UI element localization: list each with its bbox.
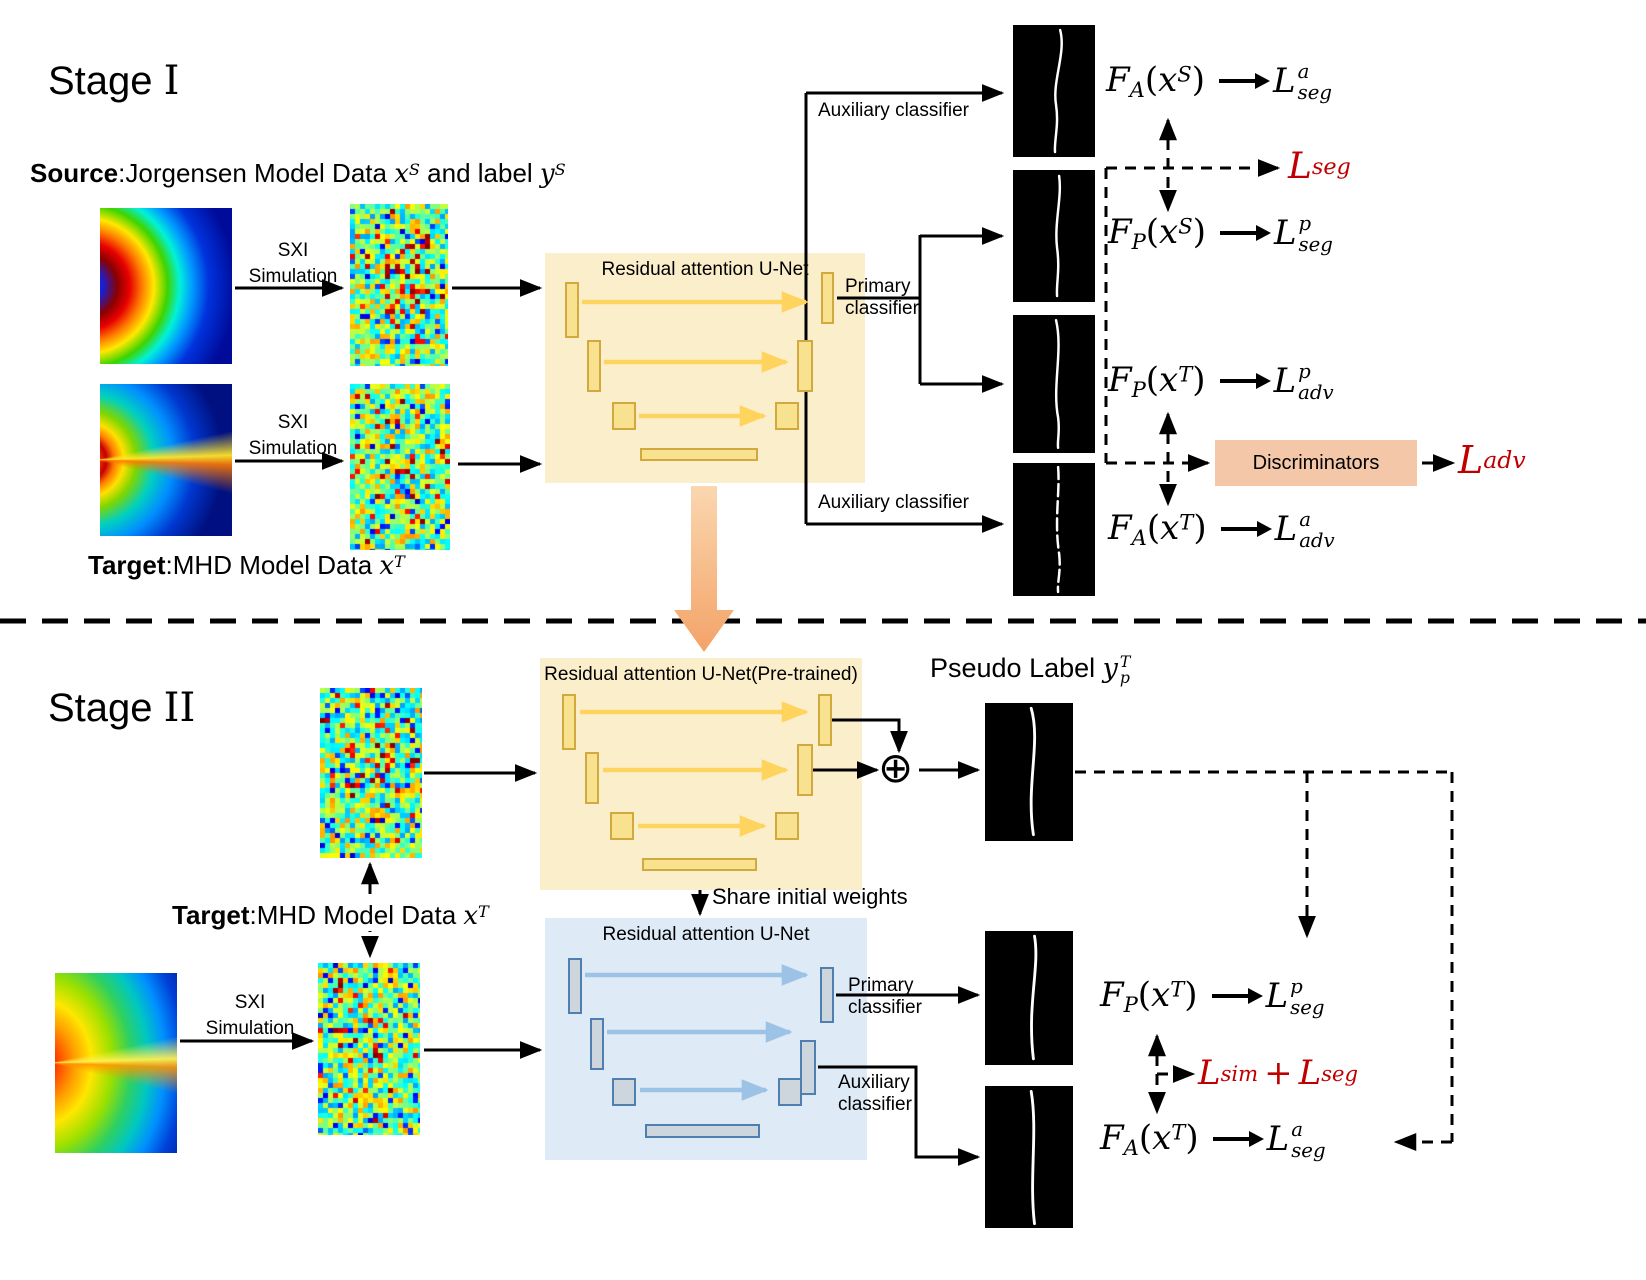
function-term: FP(xS) [1108, 212, 1206, 254]
pretrained-transfer-arrow [674, 486, 734, 652]
seg-output-aux-stage2 [985, 1086, 1073, 1228]
mhd-model-image-stage2 [55, 973, 177, 1153]
arrow-right-icon [1219, 79, 1257, 83]
arrow-right-icon [1219, 231, 1258, 235]
target-data-label-stage2: Target:MHD Model Data xT [168, 900, 493, 931]
share-initial-weights-label: Share initial weights [712, 884, 908, 909]
stage1-title: Stage I [48, 58, 179, 104]
stage2-title-numeral: II [163, 685, 196, 731]
seg-output-aux-source [1013, 25, 1095, 157]
unet-output-block [820, 967, 834, 1023]
unet-encoder-block [587, 340, 601, 392]
mhd-model-image [100, 384, 232, 536]
target-prefix: Target [172, 900, 250, 930]
stage1-title-numeral: I [163, 58, 180, 104]
unet-title-stage1: Residual attention U-Net [601, 259, 809, 280]
target-data-label-stage1: Target:MHD Model Data xT [88, 550, 405, 581]
unet-bottleneck [645, 1124, 760, 1138]
seg-output-aux-target [1013, 463, 1095, 596]
unet-encoder-block [610, 812, 634, 840]
function-term: FA(xT) [1108, 508, 1207, 550]
unet-title-stage2: Residual attention U-Net [602, 924, 810, 945]
sxi-simulation-label-bottom: SXI Simulation [248, 412, 338, 459]
unet-encoder-block [562, 694, 576, 750]
seg-output-primary-source [1013, 170, 1095, 302]
unet-encoder-block [565, 282, 579, 338]
pseudo-label-image [985, 703, 1073, 841]
unet-decoder-block [775, 812, 799, 840]
noisy-sxi-image-source [350, 204, 448, 366]
unet-encoder-block [612, 1078, 636, 1106]
function-term: FP(xT) [1108, 360, 1206, 402]
unet-encoder-block [590, 1018, 604, 1070]
unet-bottleneck [642, 858, 757, 871]
stage1-title-word: Stage [48, 59, 164, 103]
oplus-fusion-symbol: ⊕ [878, 744, 914, 791]
source-data-label: Source:Jorgensen Model Data xS and label… [30, 158, 566, 189]
auxiliary-classifier-label-bottom: Auxiliary classifier [818, 492, 969, 513]
arrow-right-icon [1212, 1137, 1251, 1141]
unet-output-block [821, 272, 834, 324]
discriminators-box: Discriminators [1215, 440, 1417, 486]
unet-encoder-block [568, 958, 582, 1014]
function-term: FA(xS) [1106, 60, 1205, 102]
arrow-right-icon [1211, 994, 1250, 998]
unet-encoder-block [585, 752, 599, 804]
auxiliary-classifier-label-stage2: Auxiliary classifier [838, 1072, 912, 1115]
noisy-sxi-image-target-stage2-top [320, 688, 422, 858]
stage2-title-word: Stage [48, 686, 164, 730]
noisy-sxi-image-target-stage2-bottom [318, 963, 420, 1135]
arrow-right-icon [1219, 379, 1258, 383]
function-term: FP(xT) [1100, 975, 1198, 1017]
jorgensen-model-image [100, 208, 232, 364]
seg-output-primary-target [1013, 315, 1095, 453]
function-term: FA(xT) [1100, 1118, 1199, 1160]
primary-classifier-label-stage1: Primary classifier [845, 276, 919, 319]
sxi-simulation-label-top: SXI Simulation [248, 240, 338, 287]
arrow-right-icon [1220, 527, 1259, 531]
primary-classifier-label-stage2: Primary classifier [848, 975, 922, 1018]
unet-decoder-block [800, 1040, 816, 1095]
unet-title-pretrained: Residual attention U-Net(Pre-trained) [544, 664, 858, 685]
seg-output-primary-stage2 [985, 931, 1073, 1065]
source-prefix: Source [30, 158, 119, 188]
unet-encoder-block [612, 402, 636, 430]
auxiliary-classifier-label-top: Auxiliary classifier [818, 100, 969, 121]
unet-bottleneck [640, 448, 758, 461]
sxi-simulation-label-stage2: SXI Simulation [205, 992, 295, 1039]
unet-decoder-block [797, 340, 813, 392]
unet-decoder-block [775, 402, 799, 430]
unet-output-block [818, 694, 832, 746]
unet-decoder-block [797, 744, 813, 796]
unet-decoder-block [778, 1078, 802, 1106]
target-prefix: Target [88, 550, 166, 580]
stage2-title: Stage II [48, 685, 195, 731]
noisy-sxi-image-target [350, 384, 450, 550]
